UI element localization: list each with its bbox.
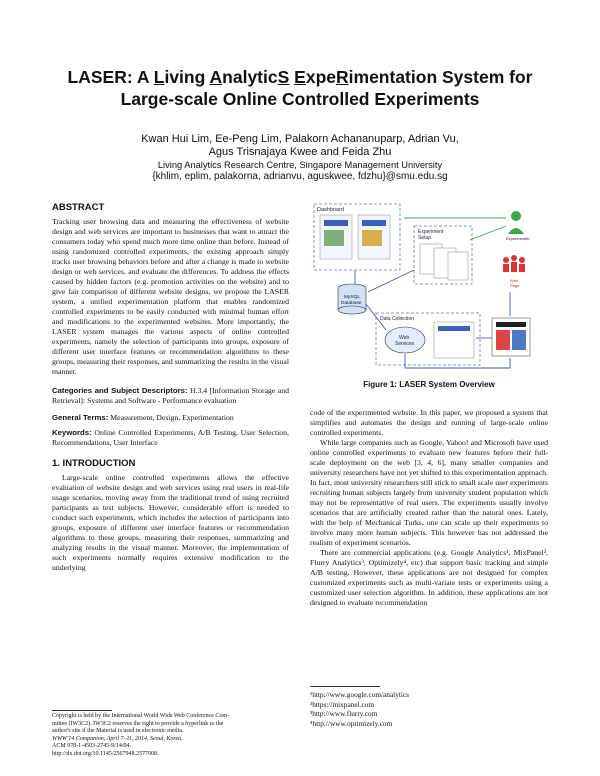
footnotes: ¹http://www.google.com/analytics ²https:…: [310, 690, 409, 728]
abstract-text: Tracking user browsing data and measurin…: [52, 217, 289, 376]
screenshot-bar: [362, 220, 386, 226]
experiment-setup-label: Experiment: [418, 229, 444, 235]
left-column: ABSTRACT Tracking user browsing data and…: [52, 203, 289, 573]
keywords: Keywords: Online Controlled Experiments,…: [52, 428, 289, 447]
title-line-1: LASER: A Living AnalyticS ExpeRimentatio…: [67, 67, 533, 87]
footnote-rule: [310, 686, 380, 687]
data-collection-box: [375, 312, 481, 366]
svg-text:Page: Page: [510, 283, 520, 288]
screenshot-chart: [324, 230, 344, 246]
experiment-setup-box: [413, 225, 473, 285]
svg-text:Database: Database: [341, 300, 362, 306]
author-emails: {khlim, eplim, palakorna, adrianvu, agus…: [152, 171, 448, 182]
screenshot-chart: [362, 230, 382, 246]
figure-caption: Figure 1: LASER System Overview: [363, 380, 495, 389]
data-collection-label: Data Collection: [380, 316, 414, 322]
abstract-heading: ABSTRACT: [52, 202, 105, 213]
web-services-cloud-icon: [384, 326, 426, 354]
right-paragraph-2: While large companies such as Google, Ya…: [310, 438, 548, 547]
affiliation: Living Analytics Research Centre, Singap…: [0, 160, 600, 183]
screenshot-bar: [324, 220, 348, 226]
intro-paragraph: Large-scale online controlled experiment…: [52, 473, 289, 572]
setup-form-3: [447, 251, 469, 281]
svg-text:Services: Services: [395, 341, 415, 347]
intro-heading: 1. INTRODUCTION: [52, 458, 136, 469]
arrows-blue: [354, 269, 511, 369]
right-paragraph-3: There are commercial applications (e.g. …: [310, 548, 548, 607]
author-list: Kwan Hui Lim, Ee-Peng Lim, Palakorn Acha…: [141, 133, 459, 158]
dashboard-label: Dashboard: [317, 207, 344, 213]
users-group-icon: [503, 255, 525, 272]
title-line-2: Large-scale Online Controlled Experiment…: [120, 89, 480, 109]
general-terms: General Terms: Measurement, Design, Expe…: [52, 413, 234, 422]
right-column: code of the experimented website. In thi…: [310, 408, 548, 608]
dashboard-box: [313, 203, 401, 271]
copyright-rule: [52, 710, 112, 711]
experimenter-icon: [511, 211, 521, 221]
categories: Categories and Subject Descriptors: H.3.…: [52, 386, 290, 405]
svg-text:Web: Web: [399, 335, 409, 341]
experimenter-label: Experimenter: [506, 236, 530, 241]
web-page-label: Web: [510, 278, 519, 283]
arrows-green: [404, 217, 507, 241]
paper-title: LASER: A Living AnalyticS ExpeRimentatio…: [0, 66, 600, 110]
laser-system-diagram: Dashboard Experiment Setup MySQL Databas…: [313, 203, 530, 369]
svg-text:Setup: Setup: [418, 235, 431, 241]
svg-text:MySQL: MySQL: [344, 294, 360, 300]
copyright-block: Copyright is held by the International W…: [52, 713, 230, 757]
right-paragraph-1: code of the experimented website. In thi…: [310, 408, 548, 437]
